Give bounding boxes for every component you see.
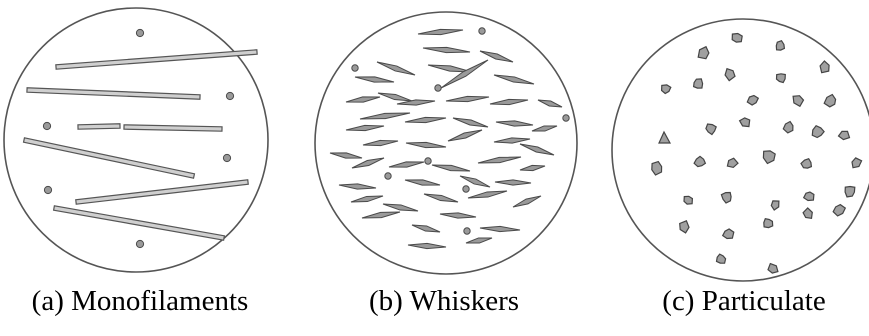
monofilament-dot [136, 240, 143, 247]
monofilament-dot [226, 92, 233, 99]
whisker-dot [385, 173, 391, 179]
particle [732, 34, 742, 43]
caption-whiskers: (b) Whiskers [369, 285, 519, 318]
panel-particulate [612, 19, 869, 281]
monofilament-dot [44, 186, 51, 193]
whisker-dot [352, 65, 358, 71]
whisker-dot [563, 115, 569, 121]
panel-a-circle [4, 8, 268, 272]
whisker-dot [479, 28, 485, 34]
whisker-dot [425, 158, 431, 164]
whisker-dot [435, 85, 441, 91]
monofilament-dot [136, 29, 143, 36]
caption-particulate: (c) Particulate [662, 285, 825, 318]
caption-monofilaments: (a) Monofilaments [32, 285, 249, 318]
monofilament-dot [223, 154, 230, 161]
particle [845, 187, 855, 197]
whisker-dot [464, 228, 470, 234]
panel-c-circle [612, 19, 869, 281]
panel-monofilaments [4, 8, 268, 272]
whisker-dot [463, 186, 469, 192]
particle [684, 196, 692, 204]
monofilament-fiber [78, 124, 120, 129]
panel-whiskers [315, 12, 577, 274]
particle [694, 79, 703, 88]
monofilament-dot [43, 122, 50, 129]
